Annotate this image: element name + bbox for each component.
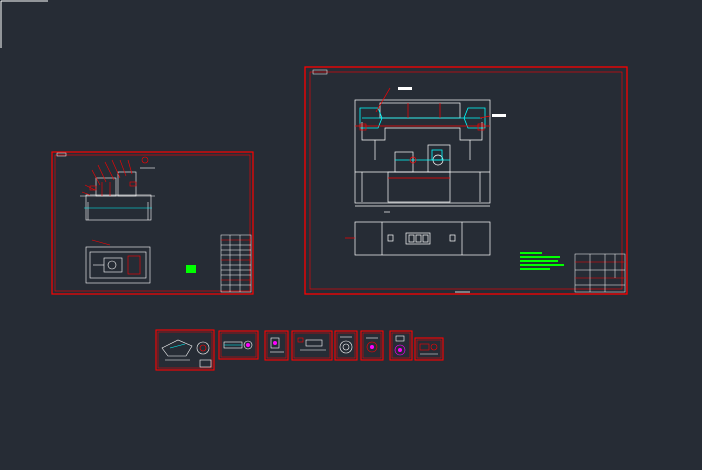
thumb-8[interactable] [414, 337, 444, 361]
thumb-3[interactable] [264, 330, 289, 361]
small-front-view [80, 156, 155, 221]
small-title-block [220, 234, 252, 293]
thumb-6[interactable] [360, 330, 384, 361]
thumb-2[interactable] [218, 330, 259, 360]
small-top-view [85, 239, 151, 284]
large-top-view [345, 221, 491, 256]
sheet-large-assembly[interactable] [304, 66, 628, 295]
thumb-1[interactable] [155, 329, 215, 371]
large-front-red-details [355, 87, 491, 179]
small-green-note-icon [186, 265, 196, 273]
thumb-7[interactable] [389, 330, 413, 361]
large-title-block [574, 253, 626, 293]
large-front-view [354, 99, 491, 213]
small-front-leaders [81, 159, 137, 196]
crosshair-cursor-icon [0, 0, 48, 48]
thumb-5[interactable] [334, 330, 358, 361]
large-technical-notes [520, 252, 564, 270]
large-front-cyan-cylinders [359, 107, 486, 161]
large-leader-label-right [492, 114, 506, 117]
large-leader-label-left [398, 87, 412, 90]
sheet-small-assembly[interactable] [51, 151, 254, 295]
thumb-4[interactable] [291, 330, 333, 361]
